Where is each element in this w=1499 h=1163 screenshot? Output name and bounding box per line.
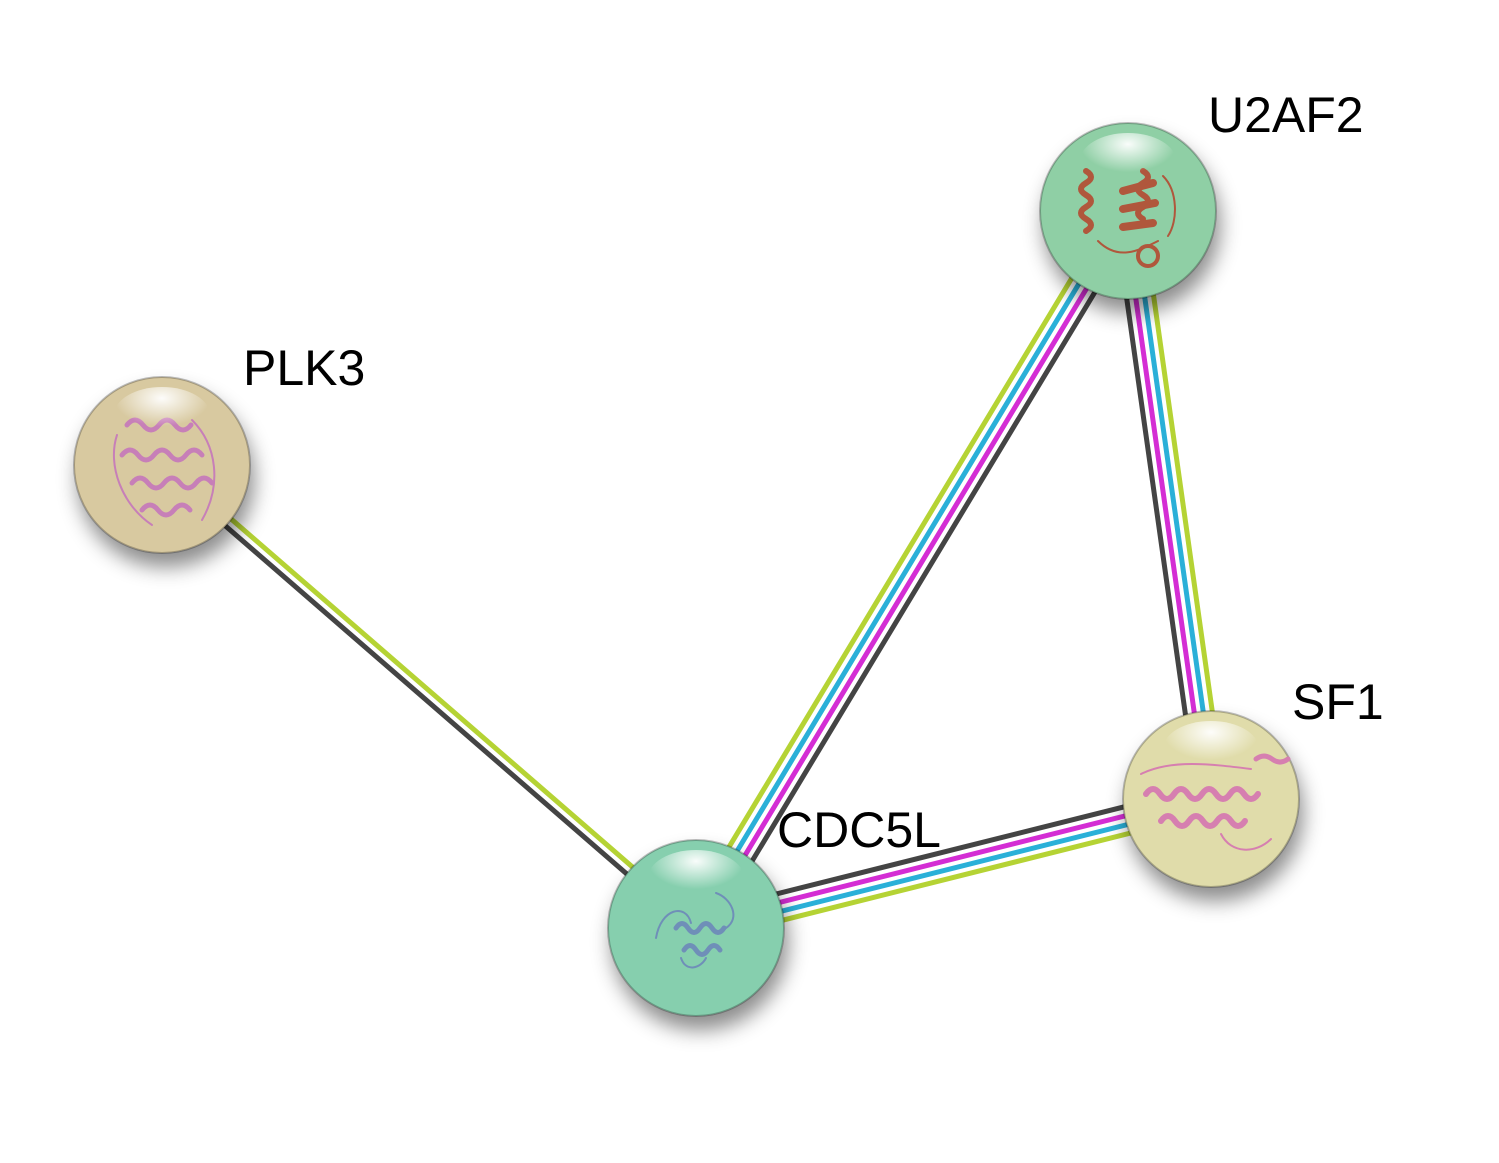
edge-line-database xyxy=(1129,207,1218,801)
node-layer xyxy=(73,122,1300,1017)
node-plk3[interactable] xyxy=(73,376,251,554)
edge-line-coexpression xyxy=(690,783,1211,918)
highlight xyxy=(1080,133,1176,189)
edge-line-coexpression xyxy=(705,215,1143,938)
node-label-sf1: SF1 xyxy=(1292,674,1384,730)
node-label-plk3: PLK3 xyxy=(243,340,365,396)
edge-line-textmining xyxy=(696,809,1217,944)
edge-line-coexpression xyxy=(1112,210,1201,804)
node-label-cdc5l: CDC5L xyxy=(777,802,941,858)
edge-layer xyxy=(156,201,1227,944)
node-u2af2[interactable] xyxy=(1039,122,1217,300)
node-label-u2af2: U2AF2 xyxy=(1208,87,1364,143)
edge-line-experimental xyxy=(1121,209,1210,803)
edge-line-coexpression xyxy=(156,465,696,934)
highlight xyxy=(114,387,210,443)
edge-u2af2-sf1[interactable] xyxy=(1112,206,1227,804)
edge-cdc5l-u2af2[interactable] xyxy=(681,201,1143,938)
protein-structure-icon xyxy=(1078,168,1176,268)
node-cdc5l[interactable] xyxy=(607,839,785,1017)
highlight xyxy=(648,850,744,906)
edge-line-experimental xyxy=(697,210,1135,933)
node-sf1[interactable] xyxy=(1122,710,1300,888)
edge-line-textmining xyxy=(1138,206,1227,800)
label-layer: PLK3 U2AF2 SF1 CDC5L xyxy=(243,87,1384,858)
highlight xyxy=(1163,721,1259,777)
edge-line-textmining xyxy=(681,201,1119,924)
edge-line-textmining xyxy=(162,459,702,928)
edge-plk3-cdc5l[interactable] xyxy=(156,459,702,934)
edge-line-database xyxy=(689,206,1127,929)
